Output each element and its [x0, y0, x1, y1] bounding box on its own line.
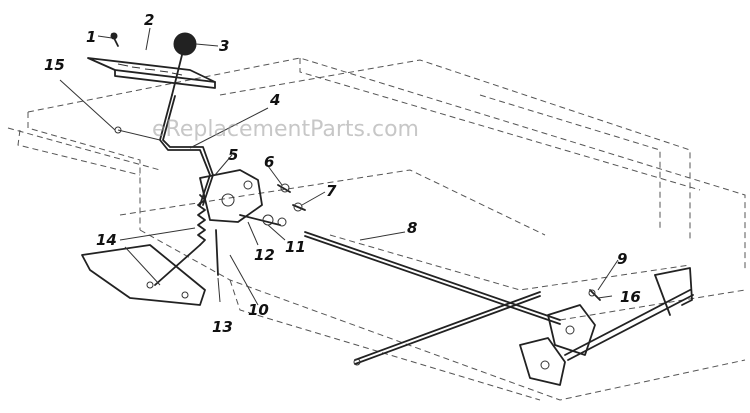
callout-12: 12: [254, 246, 275, 264]
pivot-assembly: [199, 169, 306, 227]
callout-16: 16: [620, 288, 641, 306]
callout-14: 14: [96, 231, 117, 249]
callout-4: 4: [269, 91, 280, 109]
callout-3: 3: [219, 37, 229, 55]
watermark-text: eReplacementParts.com: [152, 117, 419, 142]
spring: [154, 194, 206, 286]
control-rod: [304, 231, 561, 366]
callout-7: 7: [326, 182, 337, 200]
right-bracket: [519, 267, 694, 386]
bracket-plate: [81, 244, 206, 306]
shift-lever: [114, 94, 214, 206]
callout-5: 5: [228, 146, 238, 164]
callout-13: 13: [212, 318, 233, 336]
callout-15: 15: [44, 56, 65, 74]
screw: [110, 32, 119, 47]
clip: [215, 229, 219, 276]
callout-9: 9: [617, 250, 627, 268]
shift-plate: [87, 57, 216, 89]
callout-6: 6: [264, 153, 274, 171]
callout-2: 2: [144, 11, 154, 29]
frame-outline: [7, 57, 746, 401]
callout-11: 11: [285, 238, 306, 256]
callout-1: 1: [86, 28, 96, 46]
leader-lines: [59, 27, 619, 306]
callout-10: 10: [248, 301, 269, 319]
callout-8: 8: [407, 219, 417, 237]
